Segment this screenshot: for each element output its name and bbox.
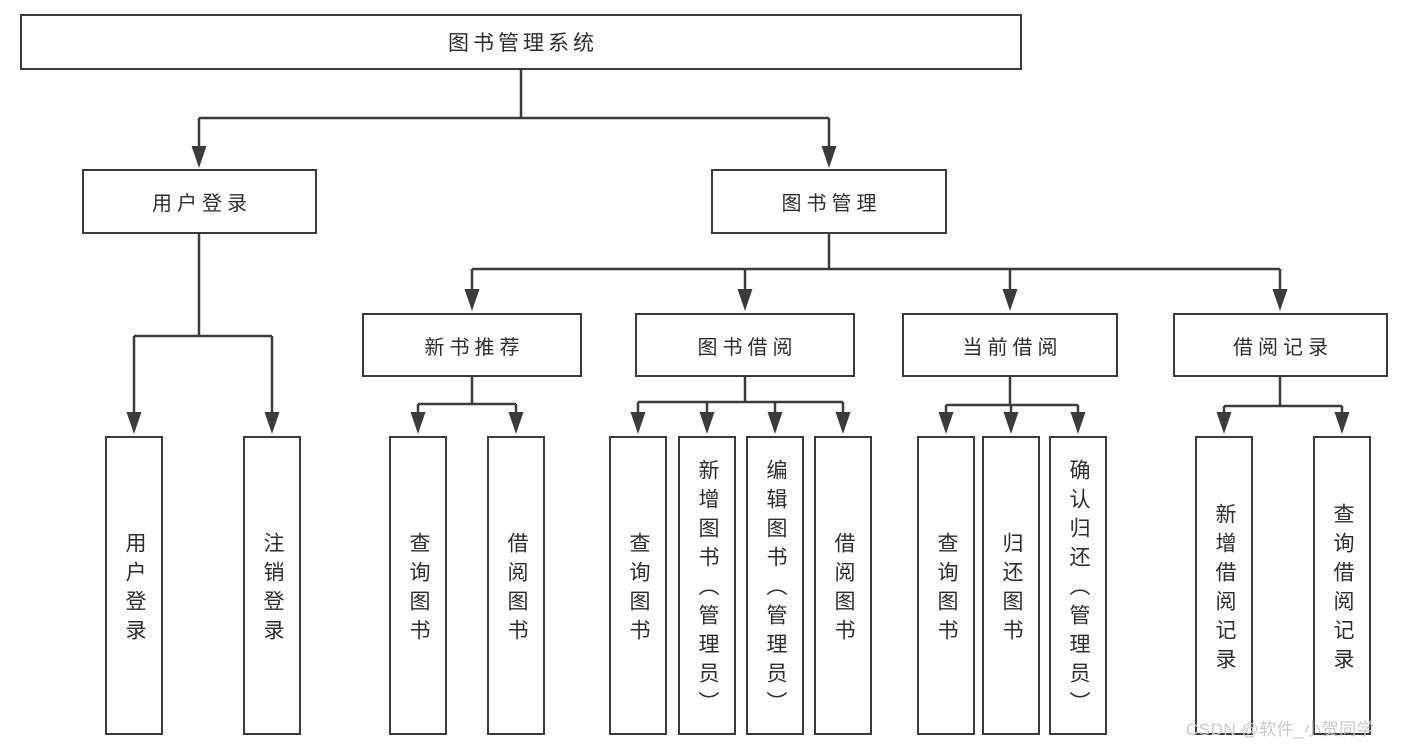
connector-current-borrow-branch	[944, 377, 1080, 413]
leaf-edit-book-admin: 编辑图书（管理员）	[746, 436, 804, 735]
node-label: 借阅图书	[505, 531, 528, 648]
leaf-query-books-current: 查询图书	[917, 436, 975, 735]
leaf-borrow-books: 借阅图书	[814, 436, 872, 735]
arrow-down-icon	[1334, 412, 1350, 434]
node-label: 新书推荐	[424, 336, 525, 359]
node-label: 注销登录	[261, 531, 284, 648]
node-label: 新增图书（管理员）	[696, 459, 719, 720]
leaf-borrow-books-recommend: 借阅图书	[487, 436, 545, 735]
connector-book-borrow-branch	[636, 377, 845, 413]
arrow-down-icon	[264, 412, 280, 434]
leaf-user-login: 用户登录	[105, 436, 163, 735]
arrow-down-icon	[1002, 289, 1018, 311]
node-label: 图书借阅	[697, 336, 798, 359]
csdn-watermark: CSDN @软件_小贺同学	[1186, 720, 1375, 739]
node-label: 查询借阅记录	[1331, 502, 1354, 677]
leaf-query-books-borrowing: 查询图书	[609, 436, 667, 735]
connector-root-to-level2	[197, 70, 831, 147]
node-label: 当前借阅	[962, 336, 1063, 359]
node-user-login: 用户登录	[82, 169, 317, 234]
leaf-query-borrow-record: 查询借阅记录	[1313, 436, 1371, 735]
leaf-query-books-recommend: 查询图书	[389, 436, 447, 735]
node-label: 查询图书	[407, 531, 430, 648]
node-label: 图书管理系统	[448, 32, 598, 55]
arrow-down-icon	[630, 412, 646, 434]
leaf-logout: 注销登录	[243, 436, 301, 735]
arrow-down-icon	[1272, 289, 1288, 311]
node-label: 查询图书	[935, 531, 958, 648]
node-library-management-system: 图书管理系统	[20, 14, 1022, 70]
node-current-borrowing: 当前借阅	[902, 313, 1118, 377]
arrow-down-icon	[1216, 412, 1232, 434]
arrow-down-icon	[835, 412, 851, 434]
arrow-down-icon	[938, 412, 954, 434]
leaf-confirm-return-admin: 确认归还（管理员）	[1049, 436, 1107, 735]
arrow-down-icon	[508, 412, 524, 434]
connector-user-login-branch	[132, 233, 274, 413]
arrow-down-icon	[767, 412, 783, 434]
arrow-down-icon	[464, 289, 480, 311]
node-label: 图书管理	[781, 193, 882, 215]
node-label: 借阅记录	[1233, 336, 1333, 359]
arrow-down-icon	[126, 412, 142, 434]
arrow-down-icon	[821, 146, 837, 168]
node-new-book-recommendation: 新书推荐	[362, 313, 582, 377]
node-book-management: 图书管理	[711, 169, 947, 234]
node-label: 借阅图书	[832, 531, 855, 648]
arrow-down-icon	[191, 146, 207, 168]
node-book-borrowing: 图书借阅	[635, 313, 855, 377]
arrow-down-icon	[410, 412, 426, 434]
node-label: 编辑图书（管理员）	[764, 459, 787, 720]
node-label: 新增借阅记录	[1213, 502, 1236, 677]
node-label: 归还图书	[1000, 531, 1023, 648]
node-label: 查询图书	[627, 531, 650, 648]
node-label: 用户登录	[152, 193, 252, 215]
leaf-add-borrow-record: 新增借阅记录	[1195, 436, 1253, 735]
leaf-return-book: 归还图书	[982, 436, 1040, 735]
arrow-down-icon	[699, 412, 715, 434]
arrow-down-icon	[737, 289, 753, 311]
node-label: 确认归还（管理员）	[1067, 459, 1090, 720]
connector-book-management-to-level3	[470, 234, 1282, 291]
node-borrowing-records: 借阅记录	[1173, 313, 1388, 377]
connector-borrow-records-branch	[1222, 377, 1344, 413]
leaf-add-book-admin: 新增图书（管理员）	[678, 436, 736, 735]
arrow-down-icon	[1070, 412, 1086, 434]
node-label: 用户登录	[123, 531, 146, 648]
arrow-down-icon	[1003, 412, 1019, 434]
connector-new-book-branch	[416, 377, 518, 413]
